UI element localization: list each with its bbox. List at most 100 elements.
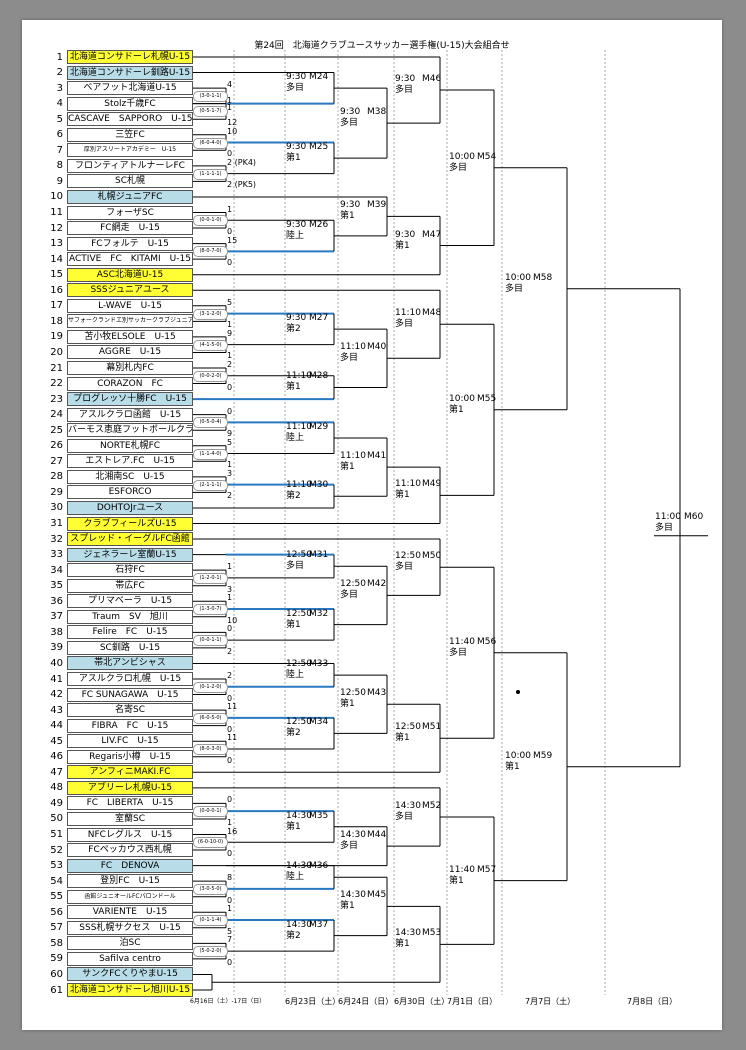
team-number: 32 (50, 533, 63, 545)
match-record: (3-0-1-1) (193, 90, 228, 102)
team-number: 29 (50, 486, 63, 498)
team-number: 7 (56, 144, 63, 156)
match-time: 11:00 (655, 511, 681, 522)
match-venue: 陸上 (286, 230, 305, 241)
team-name: 苫小牧ELSOLE U-15 (67, 329, 193, 344)
score-top: 1 (227, 593, 233, 603)
team-number: 57 (50, 922, 63, 934)
match-time: 9:30 (286, 72, 307, 83)
match-time: 14:30 (340, 890, 366, 901)
match-venue: 多目 (340, 118, 359, 129)
match-record: (0-1-1-4) (193, 915, 228, 927)
score-top: 16 (227, 826, 238, 836)
score-top: 4 (227, 80, 233, 90)
match-venue: 第1 (395, 240, 410, 251)
team-name: Safilva centro (67, 951, 193, 966)
team-name: 北海道コンサドーレ札幌U-15 (67, 50, 193, 64)
team-name: 厚別アスリートアカデミー U-15 (67, 143, 193, 158)
match-venue: 多目 (340, 841, 359, 852)
score-bottom: 9 (227, 429, 233, 439)
team-number: 16 (50, 284, 63, 296)
team-name: ベアフット北海道U-15 (67, 81, 193, 96)
match-venue: 第1 (286, 619, 301, 630)
match-id: M48 (422, 308, 442, 319)
team-name: VARIENTE U-15 (67, 905, 193, 920)
score-top: 3 (227, 468, 233, 478)
match-venue: 多目 (395, 562, 414, 573)
team-name: Regaris小樽 U-15 (67, 749, 193, 764)
team-number: 58 (50, 937, 63, 949)
team-number: 61 (50, 984, 63, 996)
match-venue: 多目 (505, 283, 524, 294)
score-top: 5 (227, 297, 233, 307)
match-time: 11:10 (340, 451, 366, 462)
match-venue: 多目 (395, 85, 414, 96)
team-name: SC釧路 U-15 (67, 640, 193, 655)
score-top: 5 (227, 437, 233, 447)
score-bottom: 1 (227, 320, 233, 330)
match-id: M52 (422, 801, 442, 811)
match-id: M59 (533, 750, 553, 761)
match-time: 12:50 (395, 551, 421, 562)
score-bottom: 0 (227, 957, 233, 967)
score-top: 10 (227, 126, 238, 136)
score-top: 11 (227, 702, 238, 712)
team-name: ACTIVE FC KITAMI U-15 (67, 252, 193, 267)
match-time: 11:10 (286, 480, 312, 491)
team-number: 42 (50, 689, 63, 701)
team-name: プログレッソ十勝FC U-15 (67, 392, 193, 407)
match-venue: 多目 (449, 647, 468, 658)
match-record: (8-0-3-0) (193, 743, 228, 755)
team-name: DOHTOJrユース (67, 500, 193, 515)
match-id: M46 (422, 74, 442, 85)
match-time: 12:50 (340, 579, 366, 590)
team-number: 56 (50, 906, 63, 918)
match-record: (0-0-1-1) (193, 635, 228, 647)
match-venue: 多目 (655, 522, 674, 533)
match-time: 9:30 (395, 229, 416, 240)
match-id: M55 (477, 393, 497, 404)
date-label: 6月24日（日） (338, 997, 394, 1006)
team-number: 46 (50, 751, 63, 763)
match-id: M35 (309, 810, 329, 821)
team-number: 25 (50, 424, 63, 436)
team-number: 18 (50, 315, 63, 327)
match-venue: 陸上 (286, 432, 305, 443)
team-name: SC札幌 (67, 174, 193, 189)
score-top: 0 (227, 624, 233, 634)
team-name: SSSジュニアユース (67, 283, 193, 298)
match-venue: 第1 (505, 761, 520, 772)
team-name: CASCAVE SAPPORO U-15 (67, 112, 193, 127)
team-name: プリマベーラ U-15 (67, 594, 193, 609)
team-name: スプレッド・イーグルFC函館 (67, 532, 193, 547)
match-time: 9:30 (395, 74, 416, 85)
score-top: 9 (227, 328, 233, 338)
team-number: 49 (50, 797, 63, 809)
team-number: 40 (50, 657, 63, 669)
match-record: (5-0-2-0) (193, 946, 228, 958)
team-number: 41 (50, 673, 63, 685)
match-record: (1-1-1-1) (193, 168, 228, 180)
match-time: 9:30 (340, 107, 361, 118)
match-record: (0-1-2-0) (193, 681, 228, 693)
score-bottom: 5 (227, 926, 233, 936)
team-name: FC網走 U-15 (67, 221, 193, 236)
match-time: 12:50 (286, 550, 312, 561)
team-name: 北湘南SC U-15 (67, 469, 193, 484)
team-name: 北海道コンサドーレ旭川U-15 (67, 983, 193, 997)
team-number: 13 (50, 238, 63, 250)
center-dot (516, 690, 520, 694)
team-number: 28 (50, 471, 63, 483)
match-venue: 第1 (395, 733, 410, 744)
match-venue: 第2 (286, 491, 301, 502)
match-venue: 第1 (340, 211, 355, 222)
match-venue: 第1 (449, 404, 464, 415)
team-name: 石狩FC (67, 563, 193, 578)
match-venue: 第1 (286, 153, 301, 164)
match-id: M42 (367, 579, 387, 590)
match-id: M37 (309, 919, 329, 930)
team-name: フォーザSC (67, 205, 193, 220)
date-label: 6月16日（土）-17日（日） (190, 998, 266, 1005)
team-number: 31 (50, 518, 63, 529)
